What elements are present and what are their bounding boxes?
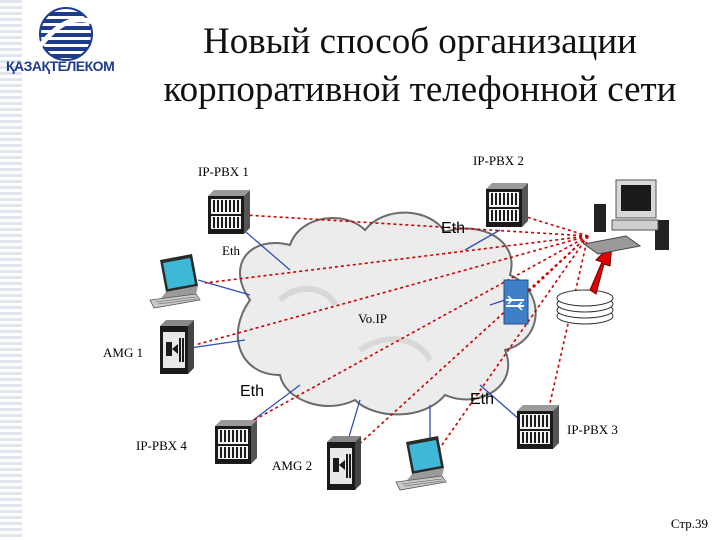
kazakhtelecom-logo [38, 7, 93, 61]
page-number: Стр.39 [670, 516, 708, 531]
ip-pbx-4-device [215, 420, 257, 464]
voip-link-laptop-bottom [434, 235, 589, 456]
link-amg1 [189, 339, 246, 349]
logo-text: ҚАЗАҚТЕЛЕКОМ [6, 58, 115, 74]
ip-pbx-3-device [517, 405, 559, 449]
amg-2-device [327, 436, 361, 490]
label-eth-bottom-right: Eth [470, 391, 495, 408]
page-title: Новый способ организации корпоративной т… [120, 18, 720, 114]
database-icon [556, 289, 614, 325]
label-eth-left: Eth [222, 243, 241, 258]
link-ipbx3 [479, 384, 521, 421]
voip-links [194, 214, 589, 456]
label-ip-pbx-4: IP-PBX 4 [136, 438, 187, 453]
voip-link-laptop-left [204, 235, 589, 284]
voip-link-amg2 [354, 235, 589, 449]
label-amg-2: AMG 2 [272, 458, 313, 473]
laptop-left-device [149, 253, 201, 309]
voip-link-amg1 [194, 235, 589, 346]
title-line-2: корпоративной телефонной сети [163, 69, 677, 110]
laptop-bottom-device [395, 435, 447, 491]
ip-pbx-1-device [208, 190, 250, 234]
label-eth-bottom-left: Eth [240, 383, 265, 400]
red-arrow-icon [589, 242, 613, 295]
label-amg-1: AMG 1 [103, 345, 144, 360]
label-voip: Vo.IP [358, 311, 388, 326]
amg-1-device [160, 320, 194, 374]
label-ip-pbx-2: IP-PBX 2 [473, 153, 524, 168]
label-eth-top-right: Eth [441, 220, 466, 237]
link-ipbx2 [464, 229, 501, 251]
voip-link-ipbx3 [547, 235, 589, 413]
label-ip-pbx-3: IP-PBX 3 [567, 422, 618, 437]
link-router [489, 299, 506, 306]
side-stripes [0, 0, 22, 540]
workstation-icon [582, 179, 669, 255]
router-device [503, 279, 529, 325]
voip-link-ipbx2 [519, 214, 589, 237]
label-ip-pbx-1: IP-PBX 1 [198, 164, 249, 179]
voip-link-ipbx4 [244, 235, 589, 426]
voip-cloud [236, 211, 537, 416]
title-line-1: Новый способ организации [203, 21, 637, 62]
ip-pbx-2-device [486, 183, 528, 227]
